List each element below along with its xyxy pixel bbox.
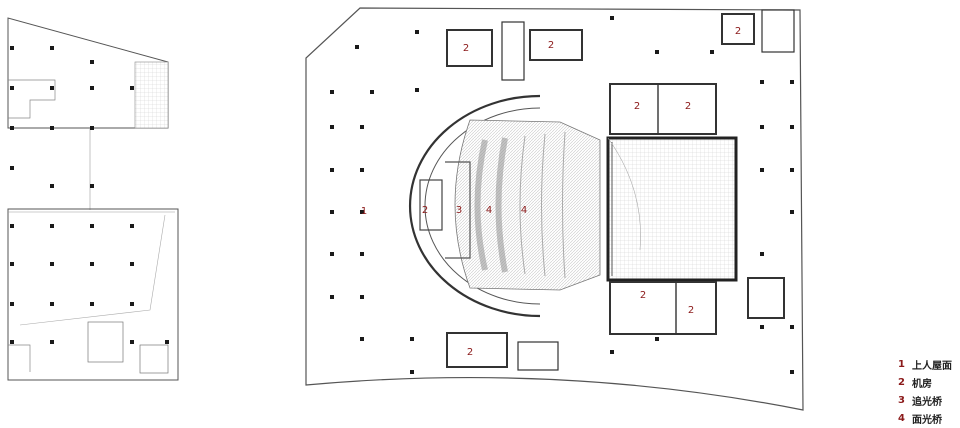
roof-outline <box>305 7 804 411</box>
legend-number: 1 <box>898 358 905 370</box>
label-machine-room: 2 <box>688 305 694 316</box>
label-machine-room: 2 <box>634 101 640 112</box>
legend: 1 上人屋面 2 机房 3 追光桥 4 面光桥 <box>898 356 960 428</box>
legend-number: 3 <box>898 394 905 406</box>
label-machine-room: 2 <box>463 43 469 54</box>
label-follow-spot-bridge: 3 <box>456 205 462 216</box>
label-machine-room: 2 <box>548 40 554 51</box>
label-machine-room: 2 <box>685 101 691 112</box>
legend-number: 2 <box>898 376 905 388</box>
legend-label: 面光桥 <box>912 414 942 426</box>
legend-item: 1 上人屋面 <box>898 356 960 372</box>
zone-labels: 1 2 2 2 2 2 2 2 2 2 3 4 4 <box>361 26 741 358</box>
legend-number: 4 <box>898 412 905 424</box>
top-machine-rooms <box>446 9 795 81</box>
legend-item: 3 追光桥 <box>898 392 960 408</box>
label-machine-room: 2 <box>735 26 741 37</box>
label-roof: 1 <box>361 206 367 217</box>
left-lower-columns <box>10 224 169 344</box>
label-face-light-bridge: 4 <box>521 205 527 216</box>
legend-item: 2 机房 <box>898 374 960 390</box>
roof-columns <box>330 16 794 374</box>
legend-item: 4 面光桥 <box>898 410 960 426</box>
legend-label: 上人屋面 <box>912 360 952 372</box>
stage-machine-rooms <box>609 83 785 335</box>
stage <box>606 136 738 282</box>
bottom-machine-rooms <box>446 332 559 371</box>
legend-label: 机房 <box>912 378 932 390</box>
left-upper-columns <box>10 46 134 188</box>
label-machine-room: 2 <box>422 205 428 216</box>
auditorium <box>408 94 601 318</box>
label-machine-room: 2 <box>640 290 646 301</box>
legend-label: 追光桥 <box>912 396 942 408</box>
left-lower-block <box>7 208 179 381</box>
label-machine-room: 2 <box>467 347 473 358</box>
left-upper-block <box>7 17 169 210</box>
label-face-light-bridge: 4 <box>486 205 492 216</box>
